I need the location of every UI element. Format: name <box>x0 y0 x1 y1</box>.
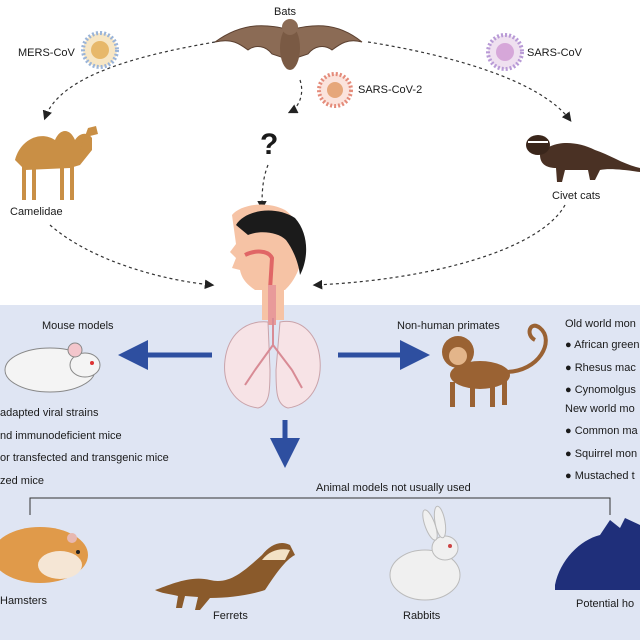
human-head-icon <box>230 204 307 325</box>
mouse-models-title: Mouse models <box>42 320 114 332</box>
old-world-list: ● African green ● Rhesus mac ● Cynomolgu… <box>565 334 640 402</box>
old-world-title: Old world mon <box>565 318 636 330</box>
list-item: ● African green <box>565 339 640 351</box>
mouse-icon <box>4 342 101 393</box>
rabbits-label: Rabbits <box>403 610 441 622</box>
monkey-icon <box>442 323 548 407</box>
new-world-list: ● Common ma ● Squirrel mon ● Mustached t <box>565 420 638 488</box>
path-bats-to-question <box>287 79 303 114</box>
sars-cov-2-virus-icon <box>317 72 353 108</box>
lungs-icon <box>224 318 321 409</box>
potential-host-icon <box>555 518 640 590</box>
sars-cov-2-label: SARS-CoV-2 <box>358 84 423 96</box>
list-item: or transfected and transgenic mice <box>0 452 169 464</box>
camel-icon <box>15 126 98 200</box>
path-camel-to-human <box>49 224 215 290</box>
path-bats-to-camel <box>42 41 216 121</box>
rabbit-icon <box>389 505 461 601</box>
list-item: ● Mustached t <box>565 470 635 482</box>
sars-virus-icon <box>486 33 524 71</box>
list-item: nd immunodeficient mice <box>0 429 122 442</box>
civet-cat-icon <box>526 135 640 182</box>
list-item: ● Common ma <box>565 425 638 437</box>
unknown-host-question-mark: ? <box>260 128 279 161</box>
non-human-primates-title: Non-human primates <box>397 320 500 332</box>
mers-virus-icon <box>81 31 119 69</box>
potential-host-label: Potential ho <box>576 598 635 610</box>
list-item: adapted viral strains <box>0 407 99 419</box>
civet-cats-label: Civet cats <box>552 190 601 202</box>
bats-label: Bats <box>274 6 297 18</box>
new-world-title: New world mo <box>565 403 635 415</box>
ferrets-label: Ferrets <box>213 610 248 622</box>
list-item: ● Squirrel mon <box>565 447 638 460</box>
other-models-bracket <box>29 497 611 515</box>
list-item: zed mice <box>0 474 45 487</box>
bat-icon <box>214 19 363 70</box>
sars-cov-label: SARS-CoV <box>527 47 583 59</box>
not-usually-used-title: Animal models not usually used <box>316 482 471 494</box>
list-item: ● Cynomolgus <box>565 384 636 396</box>
hamster-icon <box>0 527 88 583</box>
ferret-icon <box>155 543 295 610</box>
path-civet-to-human <box>312 204 566 290</box>
hamsters-label: Hamsters <box>0 595 48 607</box>
path-bats-to-civet <box>367 41 572 122</box>
path-question-to-human <box>257 164 269 211</box>
list-item: ● Rhesus mac <box>565 361 636 374</box>
camelidae-label: Camelidae <box>10 206 63 218</box>
mers-cov-label: MERS-CoV <box>18 47 75 59</box>
mouse-models-list: adapted viral strains nd immunodeficient… <box>0 402 169 492</box>
